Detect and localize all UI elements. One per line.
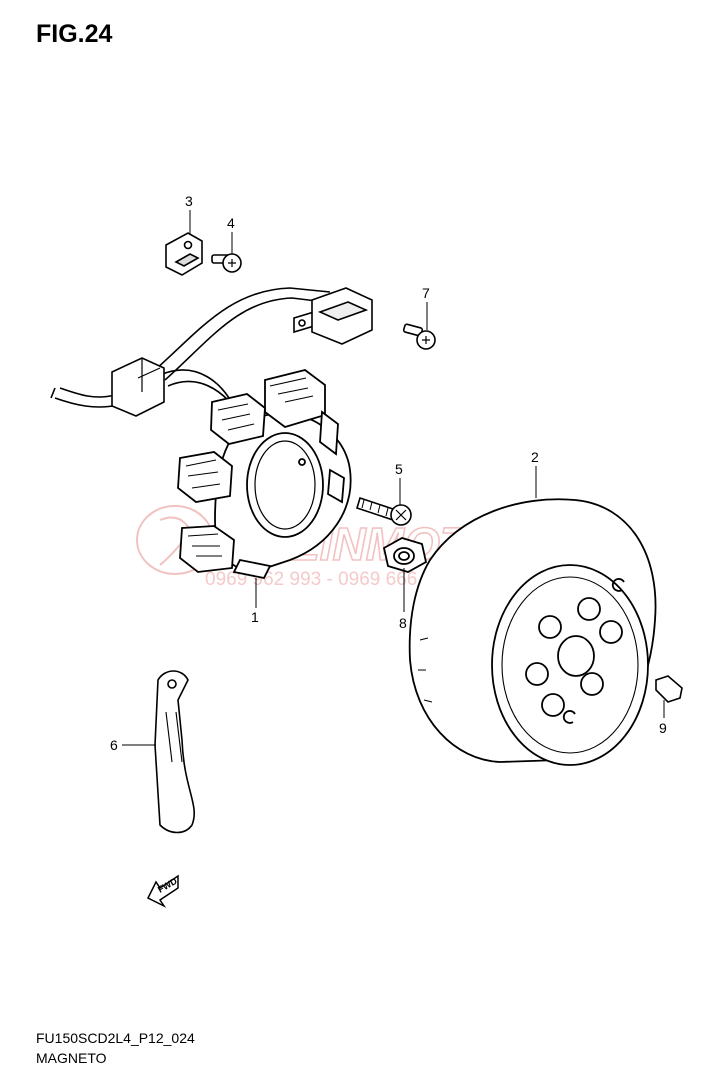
callout-1: 1 <box>251 609 259 625</box>
part-2-rotor <box>408 498 657 766</box>
part-7-screw <box>402 323 436 350</box>
part-8-nut <box>382 537 428 573</box>
fwd-arrow-icon <box>146 874 179 908</box>
callout-2: 2 <box>531 449 539 465</box>
callout-8: 8 <box>399 615 407 631</box>
part-1-stator <box>177 369 352 580</box>
watermark-phone: 0969 962 993 - 0969 666 983 <box>205 569 454 590</box>
part-6-clamp <box>154 670 196 834</box>
callout-9: 9 <box>659 720 667 736</box>
pickup-coil-connector <box>293 287 373 345</box>
part-4-screw <box>211 253 242 273</box>
diagram-code: FU150SCD2L4_P12_024 <box>36 1030 195 1046</box>
part-3-clamp <box>165 232 203 276</box>
callout-3: 3 <box>185 193 193 209</box>
harness-connector <box>111 357 165 417</box>
callouts: 3 4 7 5 2 1 8 9 6 <box>110 193 667 753</box>
callout-5: 5 <box>395 461 403 477</box>
figure-title: FIG.24 <box>36 20 113 48</box>
part-5-bolt <box>356 496 412 526</box>
callout-6: 6 <box>110 737 118 753</box>
fwd-direction-marker: FWD <box>146 874 179 908</box>
diagram-name: MAGNETO <box>36 1050 107 1066</box>
callout-7: 7 <box>422 285 430 301</box>
part-9-key <box>655 675 683 703</box>
callout-4: 4 <box>227 215 235 231</box>
